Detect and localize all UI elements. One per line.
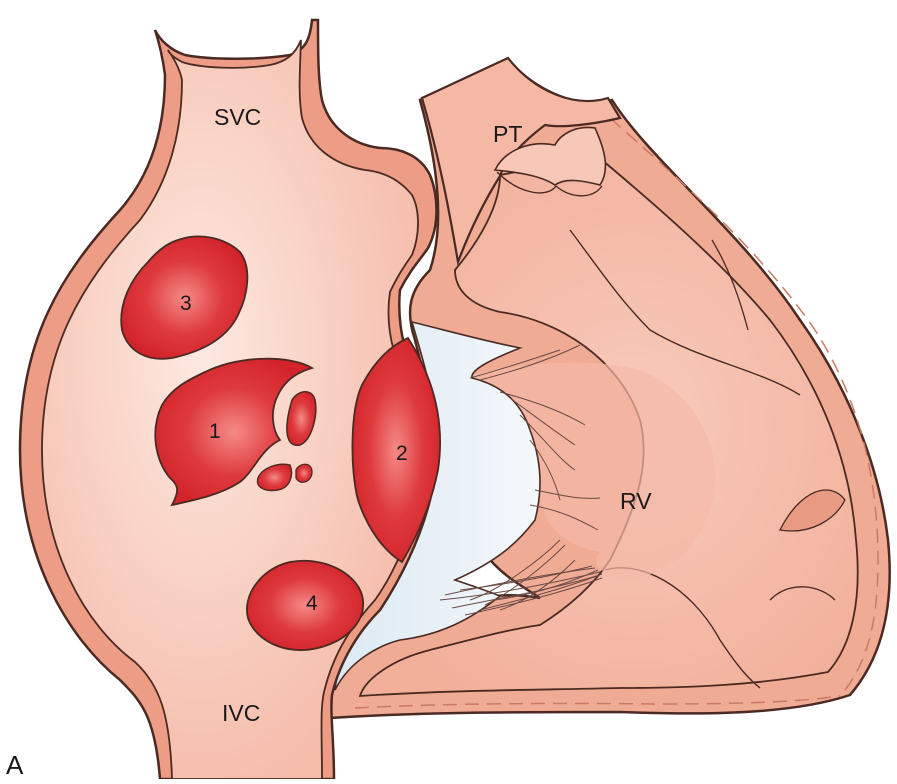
defect-label-4: 4 (306, 592, 318, 615)
label-ivc: IVC (222, 700, 260, 726)
defect-1-fenestration-c (296, 464, 312, 482)
defect-label-2: 2 (396, 442, 408, 465)
panel-label: A (6, 750, 24, 779)
defect-label-3: 3 (180, 292, 192, 315)
label-svc: SVC (214, 104, 261, 130)
label-rv: RV (620, 488, 652, 514)
label-pt: PT (493, 121, 522, 147)
defect-label-1: 1 (209, 420, 221, 443)
